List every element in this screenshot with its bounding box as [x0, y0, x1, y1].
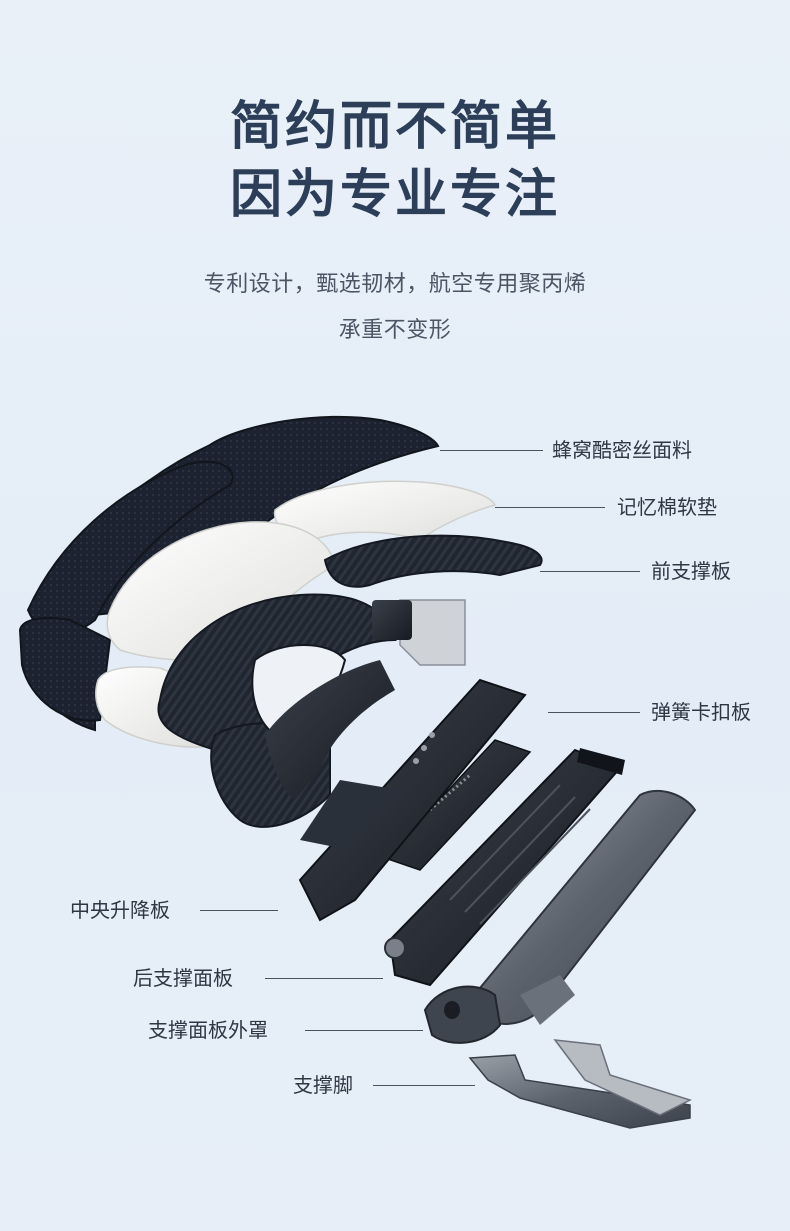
support-panel-cover [423, 790, 697, 1044]
rear-support-panel [384, 748, 625, 987]
exploded-chair-illustration [18, 415, 697, 1129]
leader-line-support-cover [305, 1030, 423, 1031]
leader-line-support-foot [373, 1085, 475, 1086]
support-foot [468, 1039, 692, 1129]
leader-line-front-support [540, 571, 640, 572]
label-support-foot: 支撑脚 [293, 1073, 353, 1097]
leader-line-rear-support [265, 978, 383, 979]
label-rear-support: 后支撑面板 [133, 966, 233, 990]
headline-line-2: 因为专业专注 [229, 165, 560, 225]
label-front-support: 前支撑板 [651, 559, 731, 583]
leader-line-honeycomb [440, 450, 543, 451]
central-lift-plate [298, 678, 527, 922]
headline-line-1: 简约而不简单 [229, 97, 560, 157]
leader-line-spring-clip [548, 712, 640, 713]
subtitle-line-1: 专利设计，甄选韧材，航空专用聚丙烯 [203, 272, 587, 297]
label-central-lift: 中央升降板 [70, 898, 170, 922]
label-spring-clip: 弹簧卡扣板 [651, 700, 751, 724]
label-honeycomb-fabric: 蜂窝酷密丝面料 [552, 438, 692, 462]
leader-line-central-lift [200, 910, 278, 911]
front-support-plate-layer [157, 534, 543, 828]
label-memory-foam: 记忆棉软垫 [617, 495, 717, 519]
label-support-cover: 支撑面板外罩 [148, 1018, 268, 1042]
honeycomb-fabric-layer [18, 415, 440, 732]
headline: 简约而不简单 因为专业专注 [0, 93, 790, 229]
subtitle: 专利设计，甄选韧材，航空专用聚丙烯 承重不变形 [0, 262, 790, 354]
leader-line-memory-foam [495, 507, 605, 508]
subtitle-line-2: 承重不变形 [338, 318, 452, 343]
